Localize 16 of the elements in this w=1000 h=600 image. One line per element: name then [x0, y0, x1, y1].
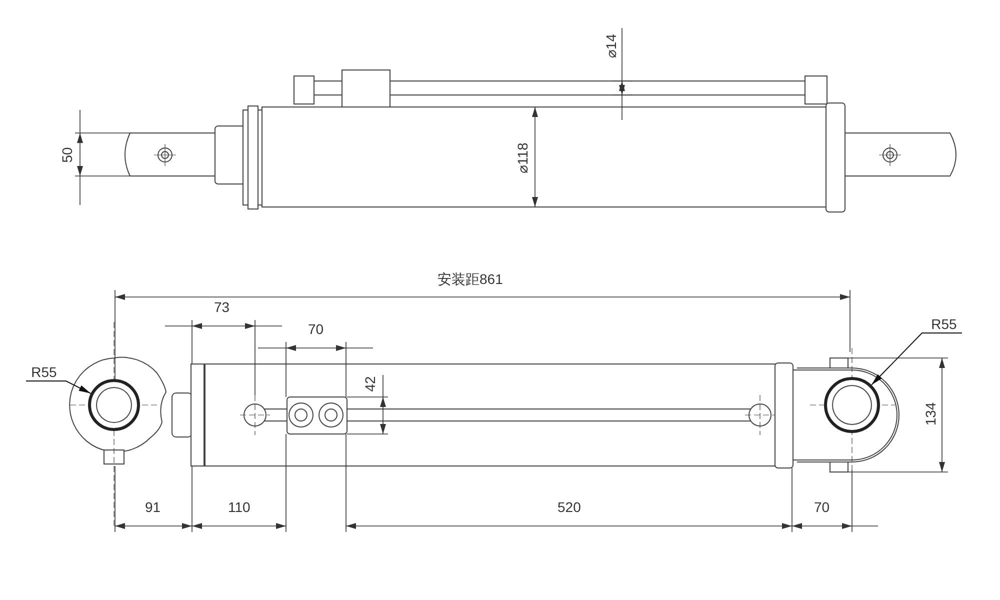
radius-label: R55 — [26, 364, 62, 380]
dimension-text: 520 — [558, 499, 581, 515]
dimension-text: 50 — [58, 147, 75, 163]
dimension-text: ⌀118 — [514, 142, 530, 174]
dimension-text: 73 — [214, 299, 230, 315]
dimension-text: 42 — [362, 376, 378, 392]
dimension-text: 安装距861 — [438, 271, 503, 287]
dimension-text: 91 — [145, 499, 161, 515]
radius-label: R55 — [926, 316, 962, 332]
dimension-text: ⌀14 — [603, 34, 619, 58]
dimension-text: 70 — [814, 499, 830, 515]
dimension-text: 70 — [308, 321, 324, 337]
dimension-text: 110 — [228, 499, 250, 515]
leader-line — [871, 332, 962, 386]
dimension-text: 134 — [922, 402, 938, 426]
leader-line — [26, 380, 92, 394]
